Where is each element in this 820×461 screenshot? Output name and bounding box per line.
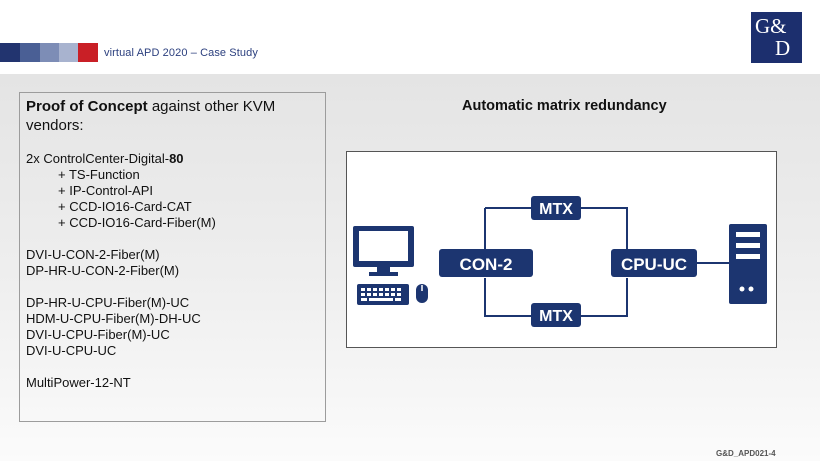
con-module-item: DVI-U-CON-2-Fiber(M): [26, 247, 160, 262]
header-title: virtual APD 2020 – Case Study: [104, 47, 258, 59]
cpu-module-item: DP-HR-U-CPU-Fiber(M)-UC: [26, 295, 190, 310]
server-tower-icon: [729, 224, 767, 304]
color-strip-3: [40, 43, 59, 62]
mtx-bottom-to-cpu-line: [580, 278, 628, 317]
mtx-top-to-cpu-line: [580, 207, 628, 249]
control-center-line: 2x ControlCenter-Digital-80: [26, 151, 319, 167]
cpu-module-item: DVI-U-CPU-UC: [26, 343, 117, 358]
color-strip-4: [59, 43, 78, 62]
node-mtx-bottom: MTX: [531, 303, 581, 327]
power-item: MultiPower-12-NT: [26, 375, 131, 390]
slide-header: virtual APD 2020 – Case Study G& D: [0, 0, 820, 74]
color-strip-1: [0, 43, 20, 62]
con-to-mtx-bottom-line: [484, 278, 532, 317]
feature-item: + CCD-IO16-Card-CAT: [58, 199, 192, 214]
diagram-title: Automatic matrix redundancy: [462, 98, 667, 114]
heading-rest: against other KVM vendors:: [26, 98, 276, 134]
heading-bold: Proof of Concept: [26, 98, 148, 115]
node-con-label: CON-2: [460, 255, 513, 274]
gd-logo: G& D: [751, 12, 802, 63]
feature-item: + TS-Function: [58, 167, 140, 182]
diagram-svg: MTX CON-2 CPU-UC MTX: [353, 196, 767, 327]
control-center-bold: 80: [169, 151, 184, 166]
cpu-module-item: DVI-U-CPU-Fiber(M)-UC: [26, 327, 170, 342]
node-cpu-label: CPU-UC: [621, 255, 687, 274]
connection-lines: [484, 207, 729, 317]
logo-text-line1: G&: [755, 14, 787, 38]
color-strip-5: [78, 43, 98, 62]
logo-text-line2: D: [775, 36, 791, 60]
node-mtx-top-label: MTX: [539, 201, 573, 218]
keyboard-icon: [357, 284, 409, 305]
monitor-icon: [353, 226, 414, 276]
slide-code: G&D_APD021-4: [716, 449, 776, 458]
cpu-module-item: HDM-U-CPU-Fiber(M)-DH-UC: [26, 311, 201, 326]
node-con: CON-2: [439, 249, 533, 277]
color-strip-2: [20, 43, 40, 62]
feature-item: + IP-Control-API: [58, 183, 154, 198]
control-center-prefix: 2x ControlCenter-Digital-: [26, 151, 170, 166]
con-module-item: DP-HR-U-CON-2-Fiber(M): [26, 263, 180, 278]
node-cpu: CPU-UC: [611, 249, 697, 277]
panel-heading: Proof of Concept against other KVM vendo…: [26, 97, 319, 135]
specs-panel: Proof of Concept against other KVM vendo…: [19, 92, 326, 422]
node-mtx-bottom-label: MTX: [539, 308, 573, 325]
feature-item: + CCD-IO16-Card-Fiber(M): [58, 215, 216, 230]
mouse-icon: [416, 284, 428, 303]
node-mtx-top: MTX: [531, 196, 581, 220]
redundancy-diagram: MTX CON-2 CPU-UC MTX: [346, 151, 777, 348]
